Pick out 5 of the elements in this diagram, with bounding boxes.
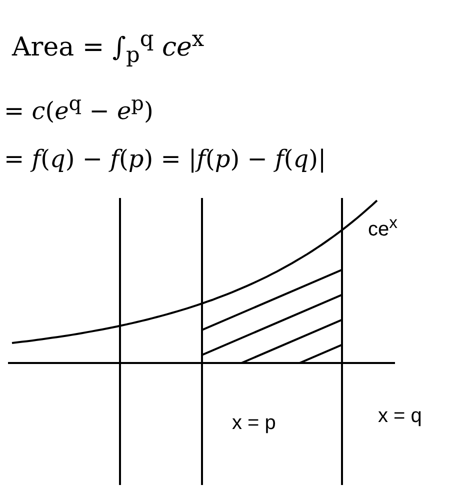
axis-label: x = p	[232, 412, 276, 434]
formula-line: = f(q) − f(p) = |f(p) − f(q)|	[4, 146, 326, 172]
formula-line: Area = ∫$_{p}$$^{q}$ ce$^{x}$	[12, 28, 204, 68]
formula-line: = c(e$^{q}$ − e$^{p}$)	[4, 92, 154, 124]
axis-label: x = q	[378, 405, 422, 427]
